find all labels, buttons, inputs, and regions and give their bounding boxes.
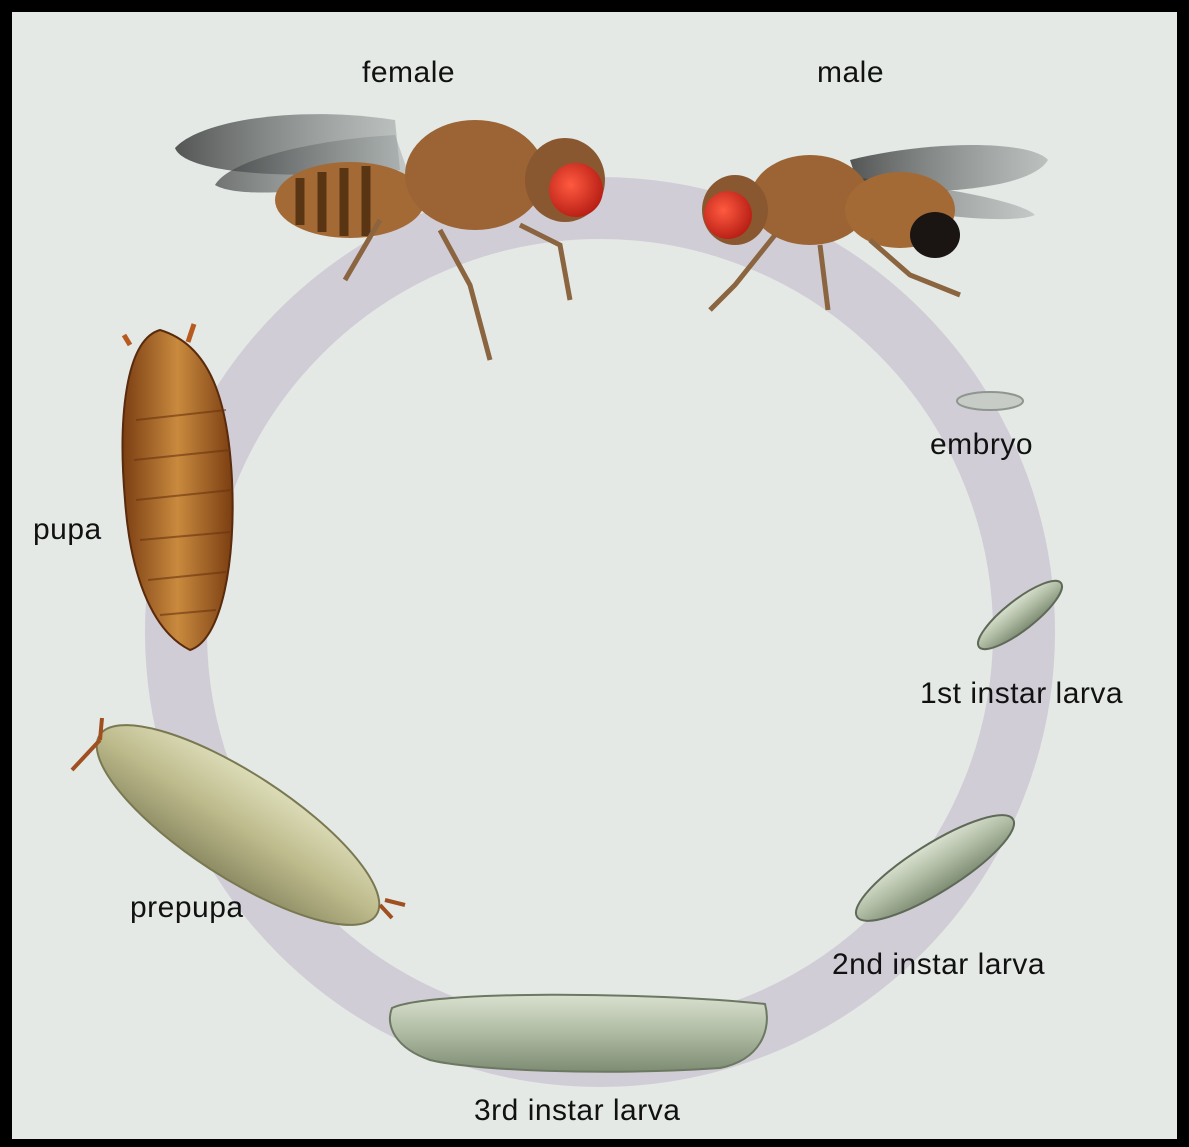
stage-label-pupa: pupa — [33, 513, 102, 547]
third-instar-larva-illustration — [390, 995, 767, 1072]
pupa-illustration — [123, 324, 233, 650]
embryo-illustration — [957, 392, 1023, 410]
cycle-ring — [176, 208, 1024, 1056]
stage-label-third-instar: 3rd instar larva — [474, 1094, 680, 1128]
stage-label-prepupa: prepupa — [130, 891, 244, 925]
stage-label-first-instar: 1st instar larva — [920, 677, 1123, 711]
stage-label-second-instar: 2nd instar larva — [832, 948, 1045, 982]
stage-label-embryo: embryo — [930, 428, 1033, 462]
stage-label-male: male — [817, 56, 884, 90]
stage-label-female: female — [362, 56, 455, 90]
